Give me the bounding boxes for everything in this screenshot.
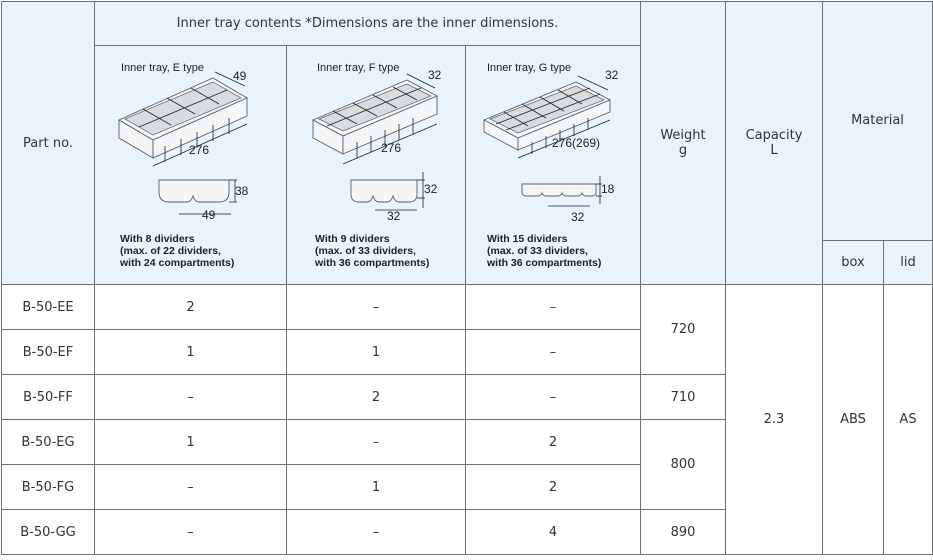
- tray-e-title: Inner tray, E type: [121, 62, 204, 74]
- part-no-cell: B-50-FG: [1, 464, 95, 510]
- tray-e-count-cell: –: [94, 509, 287, 555]
- weight-header-label: Weight: [660, 128, 706, 143]
- tray-e-count-cell: 1: [94, 329, 287, 375]
- tray-e-width-dim: 49: [233, 69, 247, 83]
- part-no-cell: B-50-GG: [1, 509, 95, 555]
- tray-g-title: Inner tray, G type: [487, 62, 571, 74]
- material-header: Material: [822, 1, 933, 241]
- tray-f-note-2: (max. of 33 dividers,: [315, 245, 416, 257]
- part-no-cell: B-50-FF: [1, 374, 95, 420]
- tray-g-note-1: With 15 dividers: [487, 233, 568, 245]
- material-box-header: box: [822, 239, 884, 286]
- material-lid-header: lid: [883, 239, 933, 286]
- table-row: B-50-EG 1 – 2 800: [1, 419, 933, 510]
- tray-g-compartment-dim: 32: [571, 210, 585, 224]
- tray-e-count-cell: 2: [94, 284, 287, 330]
- capacity-header: Capacity L: [725, 1, 823, 285]
- tray-e-cell: Inner tray, E type 49 276: [94, 45, 287, 285]
- tray-f-count-cell: 2: [286, 374, 466, 420]
- tray-f-count-cell: 1: [286, 329, 466, 375]
- tray-e-illustration: Inner tray, E type 49 276: [118, 62, 249, 269]
- tray-g-width-dim: 32: [605, 68, 619, 82]
- tray-f-illustration: Inner tray, F type 32 27: [311, 62, 442, 269]
- tray-f-width-dim: 32: [428, 68, 442, 82]
- table-row: B-50-EE 2 – – 720 2.3 ABS AS: [1, 284, 933, 555]
- part-no-cell: B-50-EG: [1, 419, 95, 465]
- weight-cell: 720: [640, 284, 726, 375]
- tray-e-note-2: (max. of 22 dividers,: [120, 245, 221, 257]
- capacity-cell: 2.3: [725, 284, 823, 555]
- tray-f-height-dim: 32: [424, 182, 438, 196]
- tray-f-count-cell: 1: [286, 464, 466, 510]
- tray-e-compartment-dim: 49: [202, 208, 216, 222]
- tray-e-count-cell: –: [94, 464, 287, 510]
- tray-g-count-cell: 2: [465, 464, 641, 510]
- weight-cell: 800: [640, 419, 726, 510]
- weight-header-unit: g: [678, 143, 688, 158]
- part-no-cell: B-50-EF: [1, 329, 95, 375]
- capacity-header-label: Capacity: [745, 128, 803, 143]
- tray-f-note-1: With 9 dividers: [315, 233, 390, 245]
- tray-f-compartment-dim: 32: [387, 209, 401, 223]
- tray-e-length-dim: 276: [189, 143, 209, 157]
- tray-g-note-2: (max. of 33 dividers,: [487, 245, 588, 257]
- tray-g-cell: Inner tray, G type 32 27: [465, 45, 641, 285]
- material-box-cell: ABS: [822, 284, 884, 555]
- tray-g-count-cell: –: [465, 284, 641, 330]
- tray-e-height-dim: 38: [235, 184, 249, 198]
- tray-f-count-cell: –: [286, 284, 466, 330]
- table-row: B-50-GG – – 4 890: [1, 509, 933, 555]
- tray-g-count-cell: –: [465, 374, 641, 420]
- tray-g-height-dim: 18: [601, 182, 615, 196]
- tray-g-count-cell: 2: [465, 419, 641, 465]
- weight-cell: 710: [640, 374, 726, 420]
- tray-e-count-cell: –: [94, 374, 287, 420]
- tray-e-note-1: With 8 dividers: [120, 233, 195, 245]
- table-row: B-50-FG – 1 2: [1, 464, 933, 510]
- tray-f-title: Inner tray, F type: [317, 62, 399, 74]
- inner-tray-contents-header: Inner tray contents *Dimensions are the …: [94, 1, 641, 46]
- weight-header: Weight g: [640, 1, 726, 285]
- tray-e-count-cell: 1: [94, 419, 287, 465]
- tray-f-cell: Inner tray, F type 32 27: [286, 45, 466, 285]
- tray-g-count-cell: 4: [465, 509, 641, 555]
- material-lid-cell: AS: [883, 284, 933, 555]
- tray-g-illustration: Inner tray, G type 32 27: [482, 62, 619, 269]
- part-no-cell: B-50-EE: [1, 284, 95, 330]
- tray-f-length-dim: 276: [381, 141, 401, 155]
- table-row: B-50-EF 1 1 –: [1, 329, 933, 375]
- tray-f-note-3: with 36 compartments): [314, 257, 429, 269]
- weight-cell: 890: [640, 509, 726, 555]
- tray-f-count-cell: –: [286, 509, 466, 555]
- tray-g-note-3: with 36 compartments): [486, 257, 601, 269]
- table-row: B-50-FF – 2 – 710: [1, 374, 933, 420]
- tray-g-count-cell: –: [465, 329, 641, 375]
- part-no-header: Part no.: [1, 1, 95, 285]
- tray-f-count-cell: –: [286, 419, 466, 465]
- tray-g-length-dim: 276(269): [552, 136, 600, 150]
- tray-e-note-3: with 24 compartments): [119, 257, 234, 269]
- capacity-header-unit: L: [770, 143, 778, 158]
